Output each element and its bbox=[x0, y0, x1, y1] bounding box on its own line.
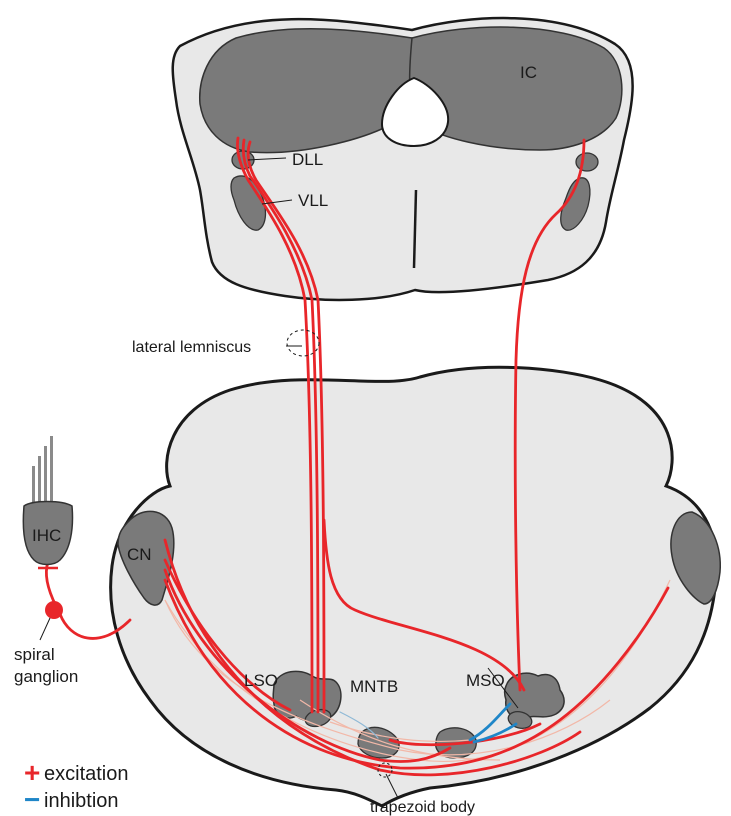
label-lso: LSO bbox=[244, 671, 278, 690]
spiral-ganglion-leader bbox=[40, 618, 50, 640]
label-mntb: MNTB bbox=[350, 677, 398, 696]
inhibition-symbol: − bbox=[24, 784, 40, 815]
label-mso: MSO bbox=[466, 671, 505, 690]
legend-excitation: excitation bbox=[44, 763, 129, 785]
stereocilium-1 bbox=[32, 466, 35, 504]
label-dll: DLL bbox=[292, 150, 323, 169]
stereocilium-3 bbox=[44, 446, 47, 504]
label-spiral-line2: ganglion bbox=[14, 667, 78, 686]
dll-right bbox=[576, 153, 598, 171]
label-trapezoid-body: trapezoid body bbox=[370, 799, 475, 816]
stereocilium-4 bbox=[50, 436, 53, 504]
label-spiral-line1: spiral bbox=[14, 645, 55, 664]
legend-inhibition: inhibtion bbox=[44, 790, 119, 812]
legend: + excitation − inhibtion bbox=[24, 757, 129, 815]
label-lateral-lemniscus: lateral lemniscus bbox=[132, 339, 251, 356]
label-vll: VLL bbox=[298, 191, 328, 210]
midbrain-section bbox=[173, 18, 633, 300]
label-ihc: IHC bbox=[32, 526, 61, 545]
stereocilium-2 bbox=[38, 456, 41, 504]
spiral-ganglion-cell bbox=[45, 601, 63, 619]
label-ic: IC bbox=[520, 63, 537, 82]
label-cn: CN bbox=[127, 545, 152, 564]
